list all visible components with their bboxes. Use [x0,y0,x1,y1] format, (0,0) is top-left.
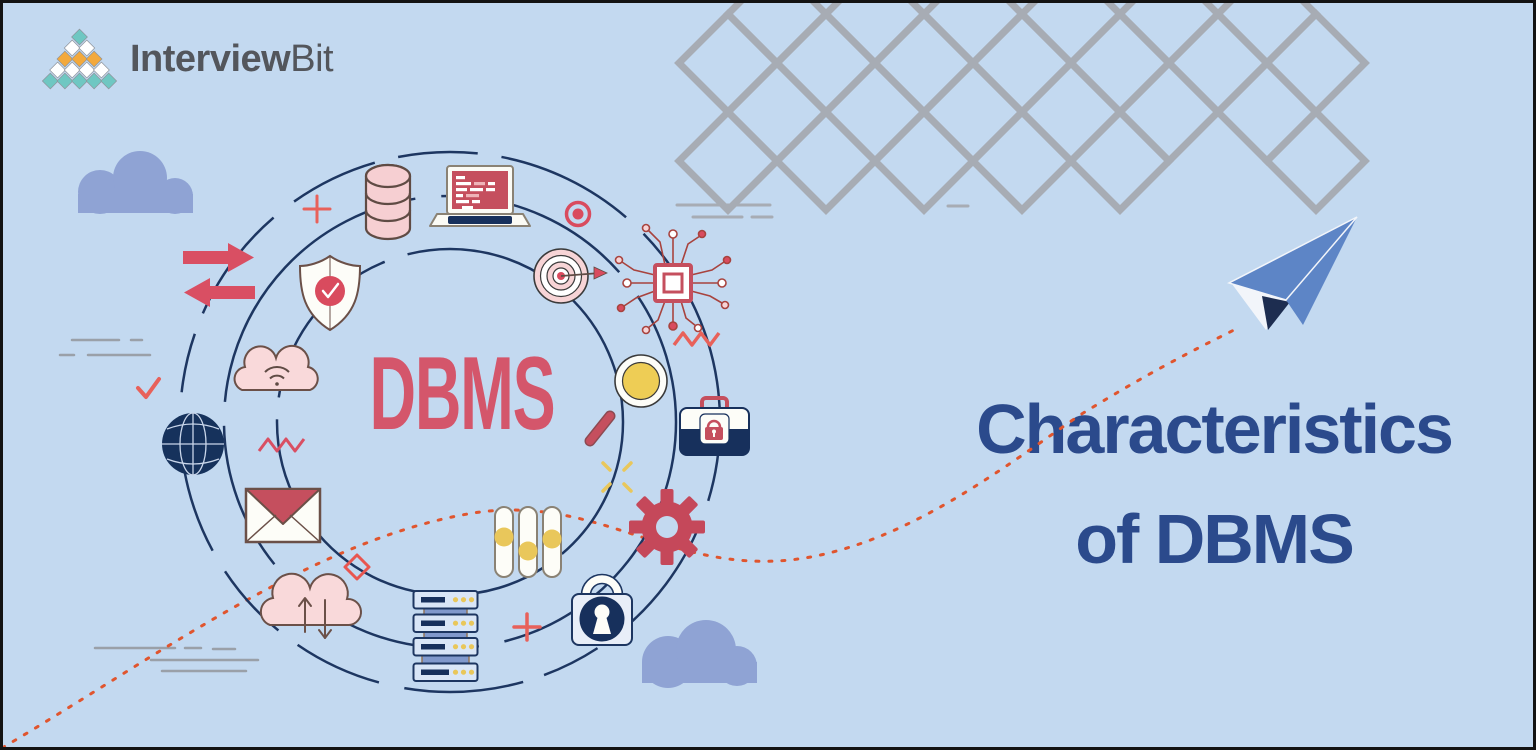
gear-icon [629,489,705,565]
zigzag-icon [257,437,306,453]
page-title-line2: of DBMS [1075,500,1355,578]
cloud-bottom [642,620,757,688]
globe-icon [162,412,224,476]
speed-lines [58,338,260,673]
database-icon [364,163,412,241]
zigzag-icon-right [672,331,721,347]
cloud-sync-icon [259,572,362,639]
shield-check-icon [298,254,362,332]
cloud-wifi-icon [233,344,319,391]
page-title: Characteristics of DBMS [925,394,1503,574]
target-arrow-icon [533,248,608,304]
check-icon [136,377,161,399]
laptop-code-icon [429,165,531,227]
padlock-icon [571,573,633,646]
paper-plane-icon [1227,216,1358,330]
transfer-arrows-icon [183,243,255,307]
brand-name: InterviewBit [130,37,334,81]
cpu-chip-icon [614,223,732,335]
sparkle-icon [601,461,633,493]
plus-icon-bottom [512,612,542,642]
brand-name-bold: Interview [130,37,291,80]
sliders-icon [494,506,562,578]
magnifier-icon [584,354,668,447]
server-stack-icon [412,590,479,682]
lattice-pattern [674,0,1370,219]
page-title-line1: Characteristics [976,390,1454,468]
envelope-icon [244,487,322,544]
plus-icon [302,194,332,224]
record-dot-icon [564,200,592,228]
brand-name-light: Bit [290,37,334,80]
cloud-top-left [78,151,193,214]
hub-label: DBMS [369,336,556,452]
diamond-outline-icon [343,553,371,581]
interviewbit-logo: InterviewBit [42,28,334,90]
interviewbit-logo-icon [42,28,118,90]
briefcase-lock-icon [679,396,750,456]
